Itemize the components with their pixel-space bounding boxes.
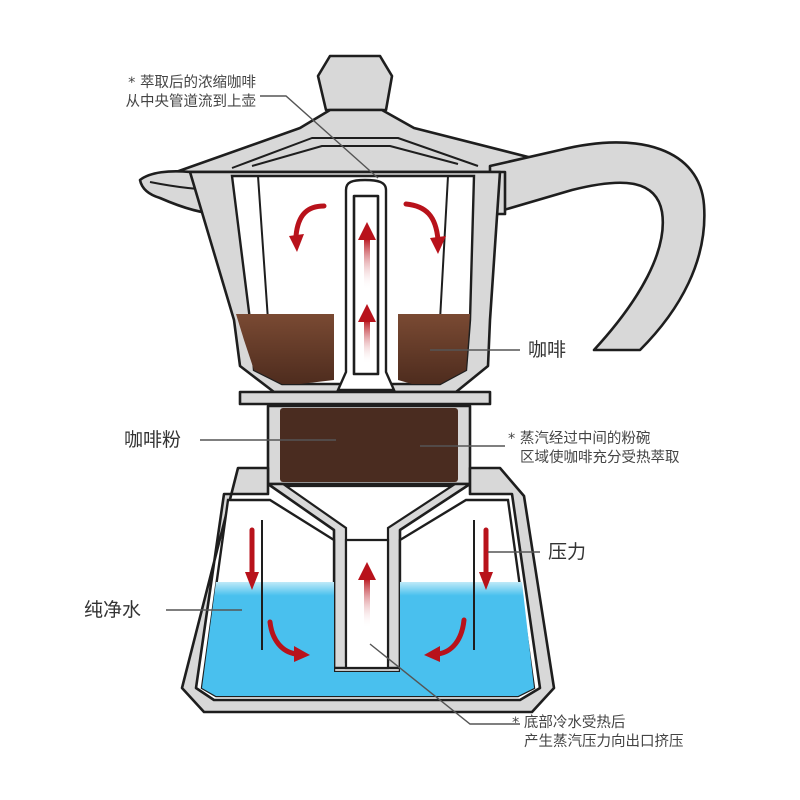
- arrow-curve-right-top: [403, 201, 446, 254]
- note-middle: * 蒸汽经过中间的粉碗 区域使咖啡充分受热萃取: [508, 430, 680, 468]
- arrow-riser-middle: [358, 304, 376, 364]
- note-bottom-line-2: 产生蒸汽压力向出口挤压: [524, 733, 684, 750]
- note-bottom-line-1: * 底部冷水受热后: [512, 715, 626, 731]
- arrow-curve-bottom-left: [267, 619, 310, 662]
- arrow-riser-top: [358, 222, 376, 290]
- lid-knob: [316, 54, 394, 112]
- arrow-tube-up: [358, 562, 376, 628]
- note-top-line-2: 从中央管道流到上壶: [125, 93, 257, 110]
- leader-lines: [166, 95, 540, 725]
- arrow-down-left: [245, 527, 259, 590]
- note-middle-line-2: 区域使咖啡充分受热萃取: [520, 449, 680, 466]
- lid-inner-line-2: [251, 145, 459, 167]
- water: [202, 582, 534, 696]
- label-water: 纯净水: [84, 599, 142, 621]
- boiler-facets: [261, 520, 475, 650]
- flow-arrows: [245, 201, 493, 662]
- note-middle-line-1: * 蒸汽经过中间的粉碗: [508, 431, 651, 447]
- leader-top: [260, 95, 379, 179]
- riser-wall: [352, 194, 380, 376]
- coffee-grounds: [280, 408, 458, 482]
- lid: [174, 108, 542, 174]
- label-grounds: 咖啡粉: [124, 429, 182, 451]
- label-pressure: 压力: [548, 541, 587, 563]
- label-coffee: 咖啡: [528, 339, 567, 361]
- arrow-curve-left-top: [289, 203, 327, 252]
- coffee-left: [236, 314, 334, 384]
- gasket: [238, 390, 492, 406]
- note-top-line-1: * 萃取后的浓缩咖啡: [128, 75, 256, 91]
- arrow-down-right: [479, 527, 493, 590]
- lid-inner-line: [231, 137, 479, 169]
- note-top: * 萃取后的浓缩咖啡 从中央管道流到上壶: [80, 74, 257, 112]
- note-bottom: * 底部冷水受热后 产生蒸汽压力向出口挤压: [512, 714, 684, 752]
- leader-bottom: [369, 643, 520, 725]
- handle: [488, 141, 706, 352]
- arrow-curve-bottom-right: [424, 617, 467, 662]
- coffee-right: [398, 314, 470, 384]
- boiler-outer: [180, 466, 556, 714]
